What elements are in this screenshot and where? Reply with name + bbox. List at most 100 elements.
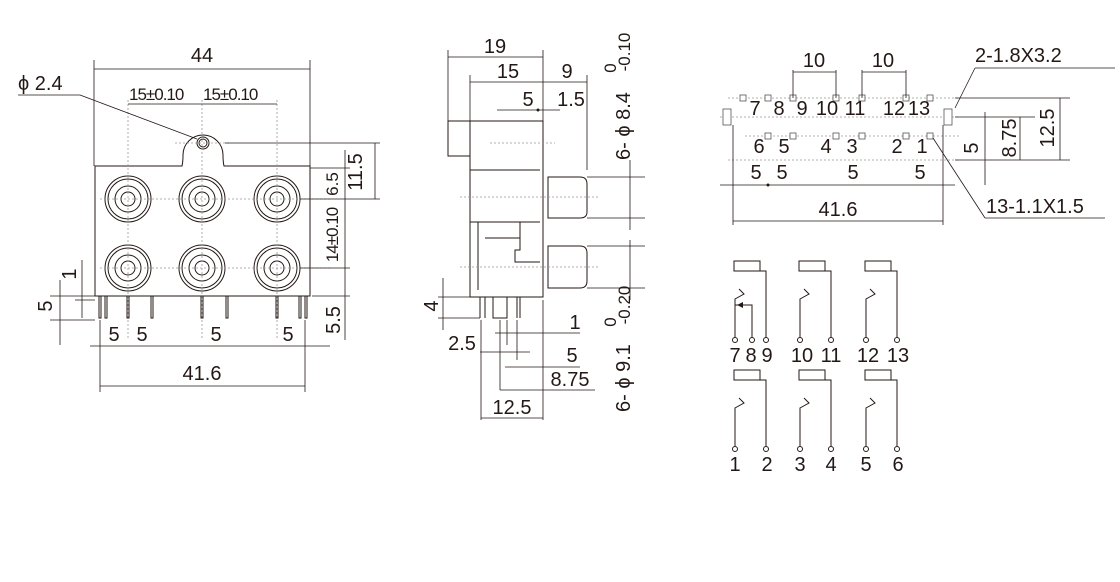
dim-44: 44 [191,45,213,67]
terminal-label: 6 [892,454,903,476]
switch-line [799,397,810,446]
contact-bar [798,260,826,272]
dim-12-5: 12.5 [493,397,532,419]
pad [902,132,910,140]
lower-jack-side [547,245,588,289]
dim-pitch-right: 15±0.10 [203,85,258,104]
slot-note: 2-1.8X3.2 [975,45,1062,67]
pin-label: 2 [891,136,902,158]
contact-bar [864,369,892,381]
signal-line [891,270,898,337]
pad [832,132,840,140]
terminal [863,446,869,452]
signal-line [825,379,832,446]
pin [225,296,229,319]
terminal [732,446,738,452]
dim-9: 9 [561,61,572,83]
dim-pin-pitch-1: 5 [108,324,119,346]
dim-4: 4 [421,300,443,311]
signal-line [760,379,767,446]
terminal [732,337,738,343]
front-view: 44 ϕ 2.4 15±0.10 15±0.10 11.5 6.5 14±0.1… [18,45,380,392]
lower-tol-bottom: -0.20 [615,286,634,325]
front-pins [98,296,308,319]
dim-8-75: 8.75 [551,369,590,391]
upper-tol-top: 0 [601,63,620,72]
pin [298,296,302,319]
contact-bar [733,369,761,381]
signal-line [825,270,832,337]
terminal-label: 12 [857,345,879,367]
mount-slot-right [943,108,953,126]
terminal [749,337,755,343]
dim-6-5: 6.5 [323,172,342,196]
pin [126,296,130,319]
upper-tol-bottom: -0.10 [615,33,634,72]
dim-2-5: 2.5 [448,333,476,355]
switch-line [799,288,810,337]
terminal [828,446,834,452]
terminal [797,337,803,343]
dim-space-1: 5 [750,162,761,184]
dim-pin-pitch-2: 5 [136,324,147,346]
terminal-label: 10 [791,345,813,367]
switch-line [734,397,745,446]
signal-line [760,270,767,337]
dim-footprint-span: 41.6 [819,199,858,221]
switch-symbol: 12 13 [857,260,909,367]
dim-5-5: 5.5 [323,306,345,334]
pin [304,296,308,319]
contact-bar [798,369,826,381]
dim-pin-pitch-3: 5 [210,324,221,346]
mount-slot-left [722,108,732,126]
dim-pitch-left: 15±0.10 [129,85,184,104]
pin [275,296,279,319]
lower-tol-top: 0 [601,317,620,326]
terminal [763,337,769,343]
front-body-outline [94,134,311,297]
terminal-label: 2 [761,454,772,476]
pin-label: 8 [773,98,784,120]
pad [926,94,934,102]
dim-row-pitch: 14±0.10 [323,207,342,262]
dim-pin-small: 1 [59,268,81,279]
dim-1-5: 1.5 [557,89,585,111]
dim-space-2: 5 [776,162,787,184]
dim-pin-len: 5 [35,300,57,311]
terminal-label: 13 [887,345,909,367]
terminal [763,446,769,452]
dim-pitch-10-a: 10 [803,50,825,72]
terminal-label: 1 [729,454,740,476]
terminal [894,337,900,343]
dim-hole-dia: ϕ 2.4 [18,73,63,95]
hole-note: 13-1.1X1.5 [986,196,1084,218]
switch-line [734,288,745,337]
switch-line [865,397,876,446]
pad [926,132,934,140]
dim-pin-span: 41.6 [183,363,222,385]
pin-label: 9 [796,98,807,120]
dim-5-bottom: 5 [566,345,577,367]
signal-line [891,379,898,446]
pin [200,296,204,319]
terminal-label: 5 [860,454,871,476]
terminal [863,337,869,343]
pin [104,296,108,319]
terminal-label: 7 [729,345,740,367]
pin-label: 6 [753,136,764,158]
terminal [797,446,803,452]
nc-line [735,304,753,337]
pin-label: 11 [845,98,866,120]
terminal [894,446,900,452]
terminal-label: 9 [761,345,772,367]
dim-v-5: 5 [961,142,983,153]
dim-v-8-75: 8.75 [999,119,1021,158]
pad [764,94,772,102]
